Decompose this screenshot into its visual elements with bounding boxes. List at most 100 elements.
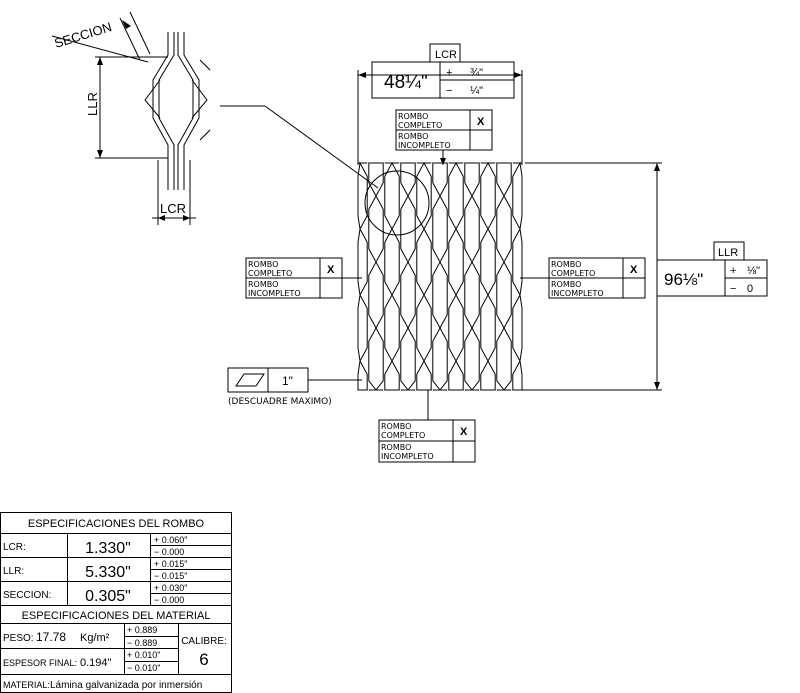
mesh-diamond xyxy=(400,194,416,264)
mesh-diamond xyxy=(464,162,480,198)
mesh-diamond xyxy=(480,161,496,231)
mesh-diamond xyxy=(496,194,512,264)
mesh-diamond xyxy=(448,359,464,391)
mesh-diamond xyxy=(400,326,416,391)
detail-seccion-label: SECCION xyxy=(52,19,113,51)
detail-highlight-circle xyxy=(364,170,430,236)
mesh-diamond xyxy=(496,162,512,198)
llr-box-value: 96⅛" xyxy=(664,270,703,289)
lcr-box-value: 48¼" xyxy=(384,72,428,93)
rombo-top-completo-2: COMPLETO xyxy=(398,121,442,130)
rombo-box-left: ROMBO COMPLETO ROMBO INCOMPLETO X xyxy=(245,257,362,299)
spec-peso-minus: − 0.889 xyxy=(127,638,157,648)
rombo-box-right: ROMBO COMPLETO ROMBO INCOMPLETO X xyxy=(520,257,646,299)
mesh-diamond xyxy=(416,293,432,363)
rombo-left-mark: X xyxy=(327,264,335,276)
mesh-diamond xyxy=(432,326,448,391)
spec-seccion-plus: + 0.030" xyxy=(154,583,187,593)
lcr-box-minus: − xyxy=(446,85,452,97)
spec-peso-label: PESO: xyxy=(3,633,34,644)
mesh-diamond xyxy=(480,359,496,391)
llr-box-plus: + xyxy=(730,265,736,277)
rombo-right-incompleto-1: ROMBO xyxy=(551,280,581,289)
mesh-diamond xyxy=(432,162,448,198)
mesh-diamond xyxy=(512,359,523,391)
mesh-diamond xyxy=(464,260,480,330)
mesh-diamond xyxy=(368,194,384,264)
spec-espesor-plus: + 0.010" xyxy=(127,650,160,660)
mesh-diamond xyxy=(448,227,464,297)
mesh-diamond xyxy=(496,326,512,391)
expanded-metal-mesh xyxy=(357,161,523,391)
spec-calibre-label: CALIBRE: xyxy=(181,636,227,647)
mesh-diamond xyxy=(448,293,464,363)
spec-llr-minus: − 0.015" xyxy=(154,571,187,581)
rombo-right-completo-1: ROMBO xyxy=(551,260,581,269)
rombo-right-mark: X xyxy=(630,264,638,276)
llr-box-label: LLR xyxy=(718,247,738,259)
spec-seccion-minus: − 0.000 xyxy=(154,595,184,605)
spec-lcr-plus: + 0.060" xyxy=(154,535,187,545)
rombo-left-completo-2: COMPLETO xyxy=(248,269,292,278)
detail-lcr-label: LCR xyxy=(160,201,186,216)
mesh-diamond xyxy=(448,161,464,231)
parallelogram-icon xyxy=(235,373,265,387)
spec-lcr-minus: − 0.000 xyxy=(154,547,184,557)
mesh-diamond xyxy=(384,293,400,363)
rombo-top-incompleto-1: ROMBO xyxy=(398,132,428,141)
mesh-diamond xyxy=(357,293,368,363)
spec-rombo-title: ESPECIFICACIONES DEL ROMBO xyxy=(28,518,205,530)
mesh-diamond xyxy=(480,227,496,297)
mesh-diamond xyxy=(357,227,368,297)
mesh-diamond xyxy=(480,293,496,363)
mesh-diamond xyxy=(400,162,416,198)
rombo-box-bottom: ROMBO COMPLETO ROMBO INCOMPLETO X xyxy=(378,390,476,463)
descuadre-symbol: 1" (DESCUADRE MAXIMO) xyxy=(227,367,362,407)
spec-peso-unit: Kg/m² xyxy=(80,632,110,644)
rombo-bottom-completo-2: COMPLETO xyxy=(381,431,425,440)
llr-dimension: LLR 96⅛" + ⅛" − 0 xyxy=(522,162,768,391)
mesh-diamond xyxy=(432,260,448,330)
rombo-top-mark: X xyxy=(477,116,485,128)
rombo-top-incompleto-2: INCOMPLETO xyxy=(398,141,451,150)
mesh-diamond xyxy=(357,359,368,391)
rombo-left-incompleto-1: ROMBO xyxy=(248,280,278,289)
lcr-box-minus-value: ¼" xyxy=(470,85,483,97)
mesh-diamond xyxy=(496,260,512,330)
mesh-diamond xyxy=(464,194,480,264)
spec-seccion-value: 0.305" xyxy=(85,588,131,605)
spec-lcr-value: 1.330" xyxy=(85,540,131,557)
rombo-bottom-mark: X xyxy=(460,426,468,438)
rombo-right-completo-2: COMPLETO xyxy=(551,269,595,278)
mesh-diamond xyxy=(416,227,432,297)
lcr-box-plus-value: ¾" xyxy=(470,67,483,79)
spec-espesor-value: 0.194" xyxy=(80,657,112,669)
mesh-diamond xyxy=(512,227,523,297)
rombo-bottom-incompleto-2: INCOMPLETO xyxy=(381,452,434,461)
spec-peso-plus: + 0.889 xyxy=(127,625,157,635)
lcr-box-plus: + xyxy=(446,67,452,79)
spec-peso-value: 17.78 xyxy=(36,630,66,644)
rombo-bottom-incompleto-1: ROMBO xyxy=(381,443,411,452)
llr-box-minus-value: 0 xyxy=(747,283,753,295)
spec-calibre-value: 6 xyxy=(199,650,208,669)
spec-espesor-minus: − 0.010" xyxy=(127,663,160,673)
rombo-left-incompleto-2: INCOMPLETO xyxy=(248,289,301,298)
rombo-top-completo-1: ROMBO xyxy=(398,112,428,121)
spec-material-title: ESPECIFICACIONES DEL MATERIAL xyxy=(22,610,211,622)
lcr-box-label: LCR xyxy=(435,49,457,61)
spec-material-value: Lámina galvanizada por inmersión xyxy=(50,680,202,691)
mesh-diamond xyxy=(416,161,432,231)
mesh-diamond xyxy=(400,260,416,330)
mesh-diamond xyxy=(368,326,384,391)
rombo-box-top: ROMBO COMPLETO ROMBO INCOMPLETO X xyxy=(395,109,493,165)
spec-llr-label: LLR: xyxy=(3,566,24,577)
mesh-diamond xyxy=(384,359,400,391)
mesh-diamond xyxy=(512,293,523,363)
lcr-dimension: LCR 48¼" + ¾" − ¼" xyxy=(357,43,523,165)
spec-espesor-label: ESPESOR FINAL: xyxy=(3,658,77,668)
descuadre-label: (DESCUADRE MAXIMO) xyxy=(228,397,332,407)
llr-box-plus-value: ⅛" xyxy=(747,265,760,277)
mesh-diamond xyxy=(432,194,448,264)
detail-llr-label: LLR xyxy=(85,92,100,116)
